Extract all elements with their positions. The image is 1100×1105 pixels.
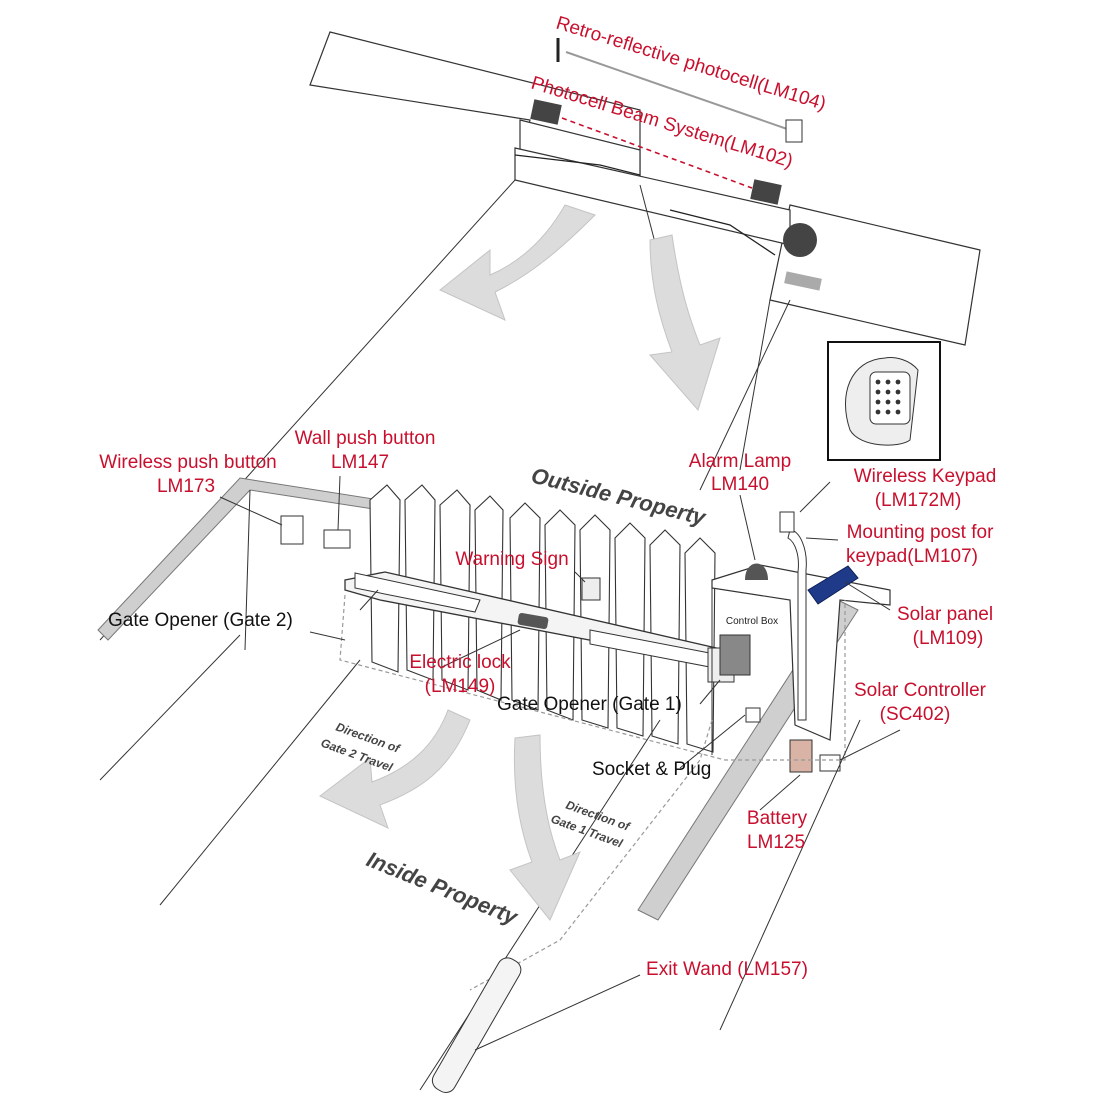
- gate-opener-2-arm: [354, 572, 481, 613]
- top-opener-arm-left: [514, 154, 641, 176]
- label-solar-panel-2: (LM109): [913, 628, 984, 649]
- label-wireless-keypad-1: Wireless Keypad: [854, 466, 997, 487]
- top-opener-arm-right: [669, 209, 776, 256]
- solar-controller-part: [819, 754, 841, 772]
- label-wireless-push-button-2: LM173: [157, 476, 215, 497]
- label-alarm-lamp-1: Alarm Lamp: [689, 451, 791, 472]
- label-solar-panel-1: Solar panel: [897, 604, 993, 625]
- control-box-part: [719, 634, 751, 676]
- electric-lock-part: [517, 612, 549, 630]
- top-box: [784, 271, 822, 291]
- label-mounting-post-1: Mounting post for: [847, 522, 994, 543]
- label-solar-controller-2: (SC402): [880, 704, 951, 725]
- label-socket-plug: Socket & Plug: [592, 759, 711, 780]
- keypad-mini: [779, 511, 795, 533]
- wall-push-button-part: [323, 529, 351, 549]
- exit-wand-part: [431, 957, 522, 1093]
- label-exit-wand: Exit Wand (LM157): [646, 959, 808, 980]
- gate2-travel-arrow: [319, 709, 471, 829]
- photocell-block-left: [530, 99, 562, 125]
- leader-lines: [219, 475, 901, 1051]
- socket-plug-part: [745, 707, 761, 723]
- solar-panel-part: [807, 565, 859, 605]
- label-gate-opener-2: Gate Opener (Gate 2): [108, 610, 293, 631]
- warning-sign-plate: [581, 577, 601, 601]
- label-wall-push-button-2: LM147: [331, 452, 389, 473]
- top-round-post: [783, 223, 817, 257]
- bottom-scene: [97, 477, 891, 1093]
- label-solar-controller-1: Solar Controller: [854, 680, 987, 701]
- label-gate-opener-1: Gate Opener (Gate 1): [497, 694, 682, 715]
- keypad-inset: [827, 341, 941, 461]
- label-wall-push-button-1: Wall push button: [295, 428, 436, 449]
- photocell-beam-line: [561, 117, 753, 189]
- photocell-block-right: [750, 179, 782, 205]
- top-gate-view: [99, 31, 981, 641]
- alarm-lamp-part: [745, 563, 768, 580]
- label-electric-lock-2: (LM149): [425, 676, 496, 697]
- label-alarm-lamp-2: LM140: [711, 474, 769, 495]
- label-inside-property: Inside Property: [363, 846, 522, 930]
- label-mounting-post-2: keypad(LM107): [846, 546, 978, 567]
- top-swing-arrow-left: [439, 204, 596, 321]
- label-battery-1: Battery: [747, 808, 808, 829]
- label-electric-lock-1: Electric lock: [409, 652, 511, 673]
- retro-beam: [565, 51, 791, 131]
- label-battery-2: LM125: [747, 832, 805, 853]
- label-control-box: Control Box: [726, 616, 778, 627]
- battery-part: [789, 739, 813, 773]
- label-wireless-push-button-1: Wireless push button: [99, 452, 276, 473]
- mounting-post-part: [787, 529, 807, 721]
- top-right-pillar: [769, 204, 981, 346]
- label-wireless-keypad-2: (LM172M): [875, 490, 962, 511]
- wireless-push-button-part: [280, 515, 304, 545]
- top-swing-arrow-right: [649, 234, 721, 412]
- gate1-travel-arrow: [509, 734, 581, 921]
- retro-reflector: [785, 119, 803, 143]
- label-warning-sign: Warning Sign: [455, 549, 568, 570]
